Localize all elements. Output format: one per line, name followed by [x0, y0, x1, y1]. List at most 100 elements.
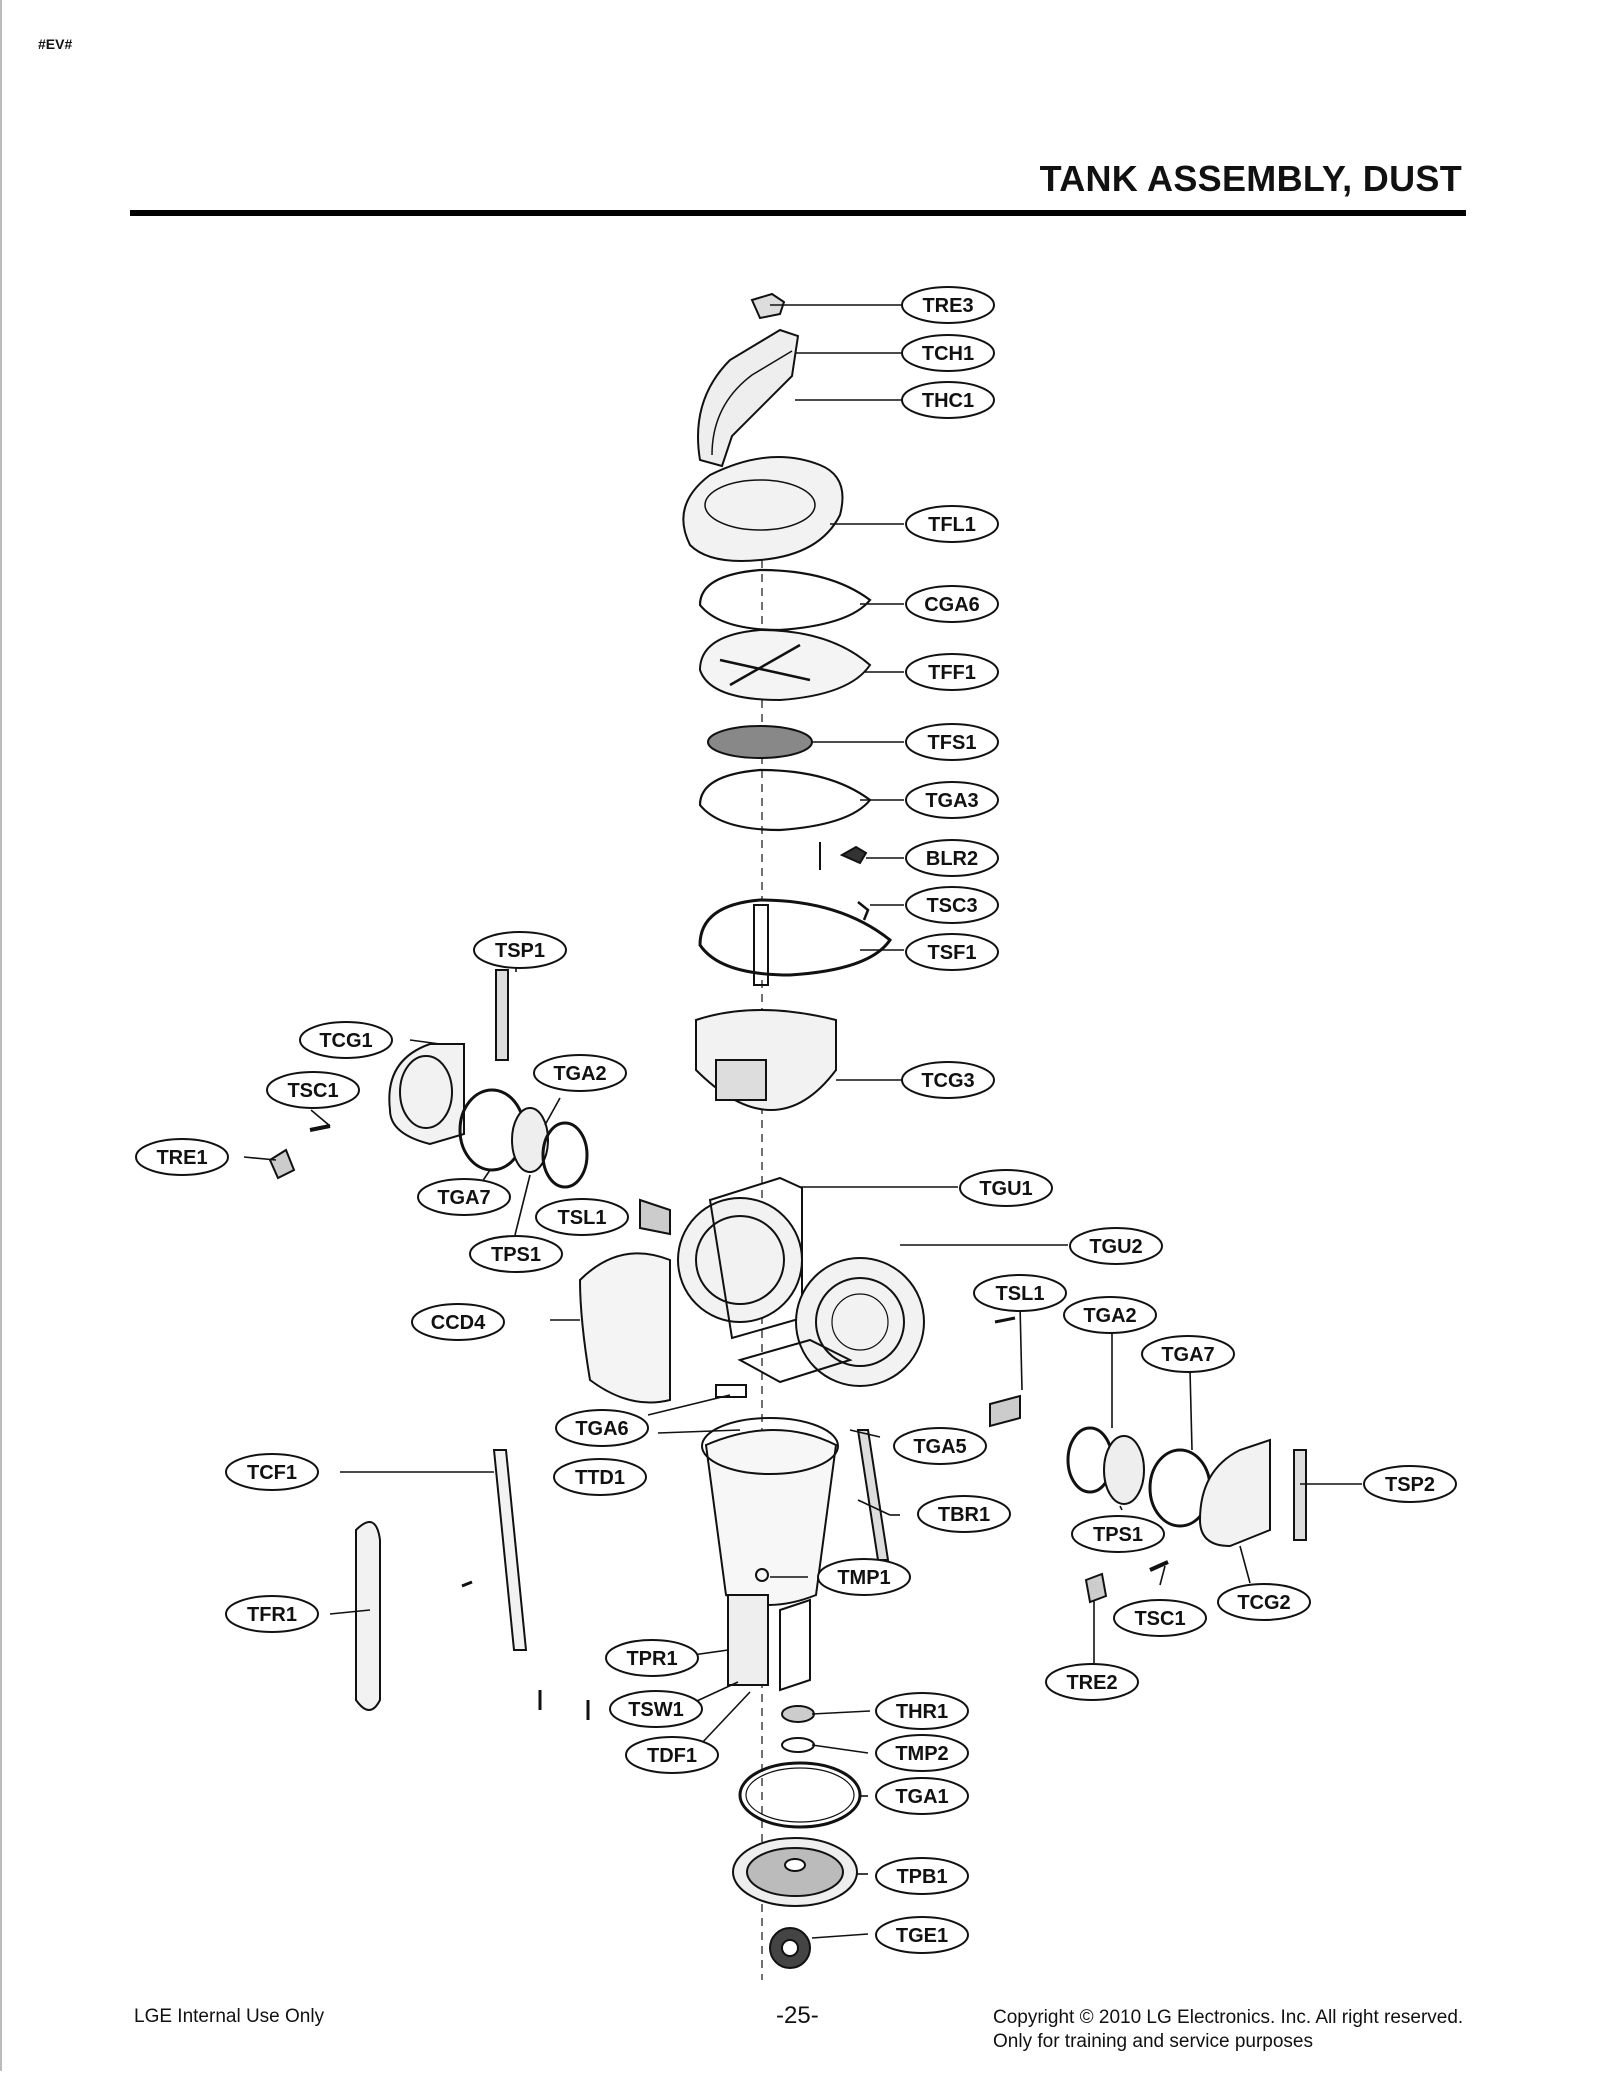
callout-oval: [1069, 1227, 1163, 1265]
callout-label: TSL1: [558, 1207, 607, 1229]
callout-tre3: TRE3: [901, 286, 995, 324]
part-tfr1: [355, 1521, 381, 1711]
callout-label: TSP1: [495, 940, 545, 962]
part-tps1-right: [1103, 1435, 1145, 1505]
callout-label: TPS1: [491, 1244, 541, 1266]
callout-oval: [901, 1061, 995, 1099]
callout-tcg3: TCG3: [901, 1061, 995, 1099]
callout-tdf1: TDF1: [625, 1736, 719, 1774]
callout-ttd1: TTD1: [553, 1458, 647, 1496]
callout-label: TGA3: [925, 790, 978, 812]
callout-tsc3: TSC3: [905, 886, 999, 924]
callout-oval: [225, 1595, 319, 1633]
callout-oval: [905, 653, 999, 691]
callout-tga2-left: TGA2: [533, 1054, 627, 1092]
callout-label: TFS1: [928, 732, 977, 754]
callout-label: TGA5: [913, 1436, 966, 1458]
callout-tmp2: TMP2: [875, 1734, 969, 1772]
part-tga6: [715, 1384, 747, 1398]
part-blr2: [839, 845, 868, 865]
callout-oval: [901, 334, 995, 372]
callout-tpr1: TPR1: [605, 1639, 699, 1677]
callout-oval: [905, 933, 999, 971]
callout-tsf1: TSF1: [905, 933, 999, 971]
callout-oval: [299, 1021, 393, 1059]
part-ttd1: [704, 1429, 838, 1606]
part-tre2: [1084, 1572, 1108, 1604]
callout-oval: [875, 1916, 969, 1954]
page-number: -25-: [776, 2002, 819, 2029]
callout-oval: [905, 585, 999, 623]
part-tmp2: [781, 1737, 815, 1753]
callout-tsp2: TSP2: [1363, 1465, 1457, 1503]
callout-label: TSF1: [928, 942, 977, 964]
callout-tge1: TGE1: [875, 1916, 969, 1954]
part-tsp2: [1293, 1449, 1307, 1541]
page-title: TANK ASSEMBLY, DUST: [1039, 158, 1462, 199]
callout-tsl1-left: TSL1: [535, 1198, 629, 1236]
callout-tff1: TFF1: [905, 653, 999, 691]
callout-label: TCF1: [247, 1462, 297, 1484]
callout-label: TGU2: [1089, 1236, 1142, 1258]
part-tcf1: [492, 1449, 528, 1651]
callout-oval: [533, 1054, 627, 1092]
callout-tgu1: TGU1: [959, 1169, 1053, 1207]
callout-oval: [905, 839, 999, 877]
callout-tcg2: TCG2: [1217, 1583, 1311, 1621]
callout-label: TGA6: [575, 1418, 628, 1440]
callout-tre1: TRE1: [135, 1138, 229, 1176]
callout-label: TSC3: [926, 895, 977, 917]
callout-label: TPR1: [626, 1648, 677, 1670]
callouts: TRE3TCH1THC1TFL1CGA6TFF1TFS1TGA3BLR2TSC3…: [135, 286, 1457, 1954]
part-cga6: [698, 568, 872, 632]
callout-tps1-right: TPS1: [1071, 1515, 1165, 1553]
callout-oval: [875, 1734, 969, 1772]
callout-oval: [905, 505, 999, 543]
callout-oval: [817, 1558, 911, 1596]
callout-tfs1: TFS1: [905, 723, 999, 761]
callout-tre2: TRE2: [1045, 1663, 1139, 1701]
callout-oval: [135, 1138, 229, 1176]
callout-oval: [905, 723, 999, 761]
callout-label: TMP1: [837, 1567, 890, 1589]
callout-oval: [266, 1071, 360, 1109]
callout-label: TPB1: [896, 1866, 947, 1888]
callout-tfl1: TFL1: [905, 505, 999, 543]
callout-oval: [875, 1857, 969, 1895]
callout-oval: [1141, 1335, 1235, 1373]
callout-label: TGA2: [553, 1063, 606, 1085]
corner-tag: #EV#: [38, 36, 73, 52]
part-tgu2: [795, 1257, 925, 1387]
callout-oval: [1071, 1515, 1165, 1553]
callout-thc1: THC1: [901, 381, 995, 419]
callout-tps1-left: TPS1: [469, 1235, 563, 1273]
callout-oval: [901, 286, 995, 324]
part-tbr1: [856, 1429, 890, 1561]
part-tre3: [750, 292, 786, 320]
callout-oval: [625, 1736, 719, 1774]
callout-label: TRE3: [922, 295, 973, 317]
callout-label: TRE1: [156, 1147, 207, 1169]
callout-label: TSW1: [628, 1699, 684, 1721]
part-tpr1: [727, 1594, 769, 1686]
callout-oval: [917, 1495, 1011, 1533]
callout-tsw1: TSW1: [609, 1690, 703, 1728]
part-tcg2: [1198, 1438, 1271, 1548]
callout-label: TRE2: [1066, 1672, 1117, 1694]
callout-label: TTD1: [575, 1467, 625, 1489]
callout-oval: [905, 781, 999, 819]
title-rule: [130, 210, 1466, 216]
callout-label: TMP2: [895, 1743, 948, 1765]
callout-oval: [893, 1427, 987, 1465]
callout-label: TGE1: [896, 1925, 948, 1947]
callout-tga7-right: TGA7: [1141, 1335, 1235, 1373]
part-tff1: [698, 628, 872, 702]
part-tmp1: [755, 1568, 769, 1582]
part-tfl1: [682, 456, 844, 562]
part-tga1: [738, 1761, 862, 1829]
callout-label: TSL1: [996, 1283, 1045, 1305]
part-tdf1: [779, 1598, 811, 1692]
callout-tga7-left: TGA7: [417, 1178, 511, 1216]
